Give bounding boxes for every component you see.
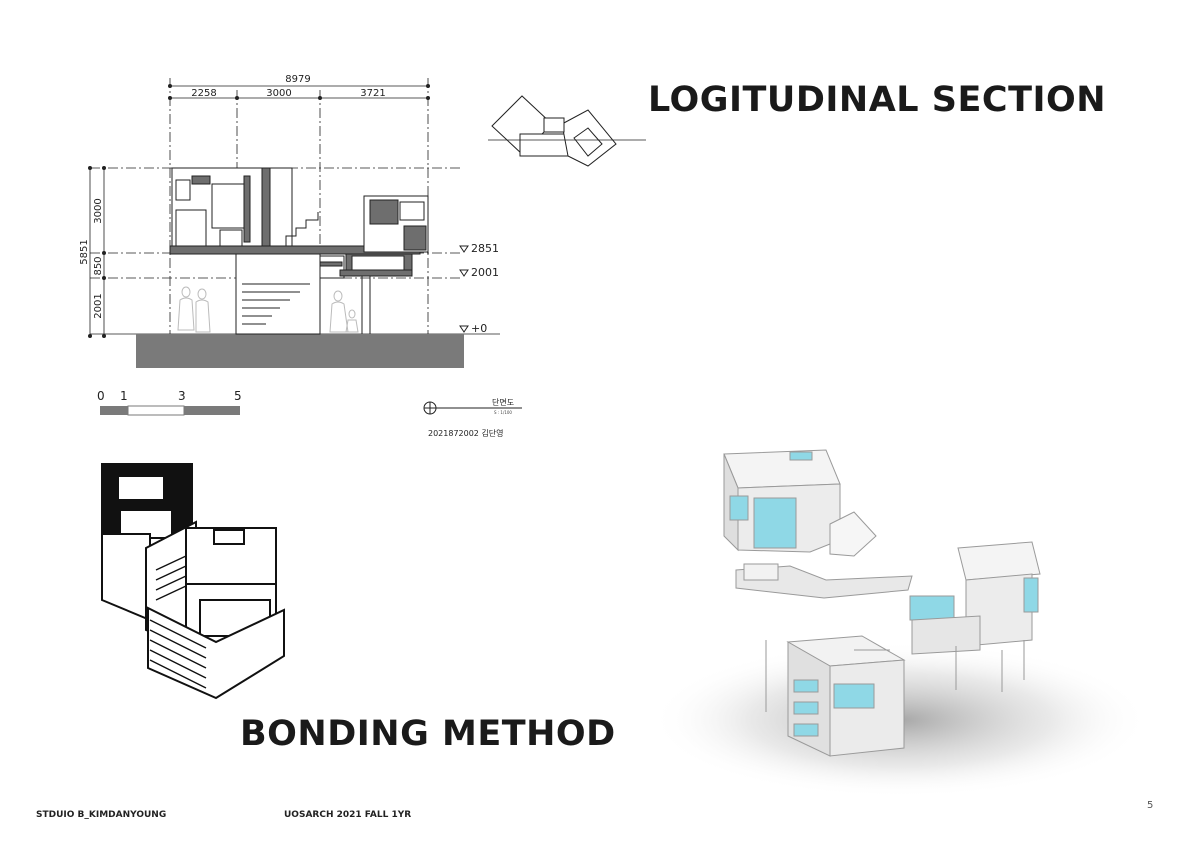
dim-bay-1: 2258 bbox=[191, 88, 216, 99]
bonding-line-axonometric bbox=[101, 463, 285, 700]
level-0: +0 bbox=[471, 322, 487, 335]
footer-course: UOSARCH 2021 FALL 1YR bbox=[284, 810, 412, 820]
drawing-label: 단면도 bbox=[492, 397, 514, 407]
bonding-title: BONDING METHOD bbox=[240, 714, 616, 754]
dim-overall-width: 8979 bbox=[285, 74, 310, 85]
level-2851: 2851 bbox=[471, 242, 499, 255]
footer-studio-name: STDUIO B_KIMDANYOUNG bbox=[36, 810, 167, 820]
dim-overall-height: 5851 bbox=[79, 239, 90, 264]
drawing-sublabel: S : 1/100 bbox=[494, 410, 512, 415]
dim-upper-height: 3000 bbox=[93, 198, 104, 223]
ground-slab bbox=[136, 334, 464, 368]
section-title: LOGITUDINAL SECTION bbox=[648, 80, 1107, 120]
scale-tick-0: 0 bbox=[97, 389, 105, 403]
scale-tick-1: 1 bbox=[120, 389, 128, 403]
dim-mid-height: 850 bbox=[93, 256, 104, 275]
longitudinal-section-drawing: 8979 2258 3000 3721 5851 3000 850 2001 bbox=[79, 74, 522, 438]
exploded-model-render bbox=[650, 449, 1150, 798]
scale-tick-3: 3 bbox=[178, 389, 186, 403]
dim-bay-2: 3000 bbox=[266, 88, 291, 99]
key-plan bbox=[488, 95, 646, 167]
scale-tick-5: 5 bbox=[234, 389, 242, 403]
page-number: 5 bbox=[1147, 800, 1154, 811]
dim-lower-height: 2001 bbox=[93, 293, 104, 318]
student-id: 2021872002 김단영 bbox=[428, 428, 504, 438]
dim-bay-3: 3721 bbox=[360, 88, 385, 99]
level-2001: 2001 bbox=[471, 266, 499, 279]
